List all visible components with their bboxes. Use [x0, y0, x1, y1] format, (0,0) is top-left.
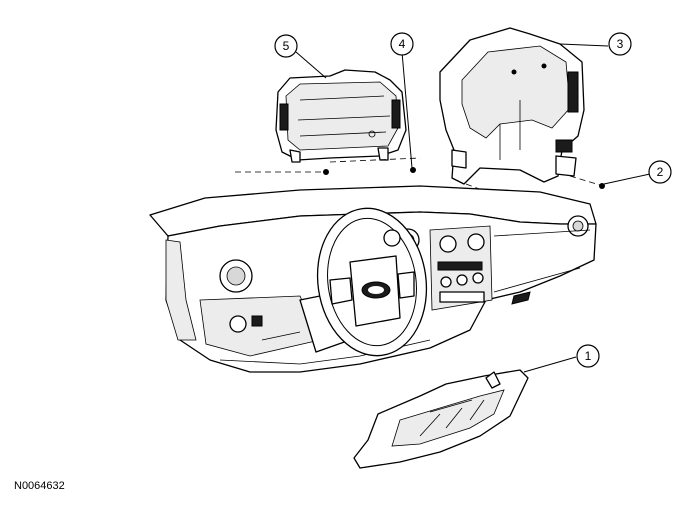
callout-1: 1: [576, 344, 600, 368]
steering-wheel: [316, 207, 428, 357]
callout-1-label: 1: [585, 349, 592, 363]
cluster-screws: [235, 157, 421, 175]
callout-4-label: 4: [399, 37, 406, 51]
leader-lines: [295, 43, 651, 373]
lower-trim-panel: [353, 369, 529, 469]
callout-2: 2: [648, 160, 672, 184]
callout-2-label: 2: [657, 165, 664, 179]
callout-3-label: 3: [617, 37, 624, 51]
figure-code: N0064632: [14, 480, 65, 492]
callout-3: 3: [608, 32, 632, 56]
instrument-cluster-finish-panel: [439, 27, 585, 185]
callout-5-label: 5: [283, 39, 290, 53]
callout-4: 4: [390, 32, 414, 56]
instrument-cluster: [275, 69, 407, 163]
callout-5: 5: [274, 34, 298, 58]
